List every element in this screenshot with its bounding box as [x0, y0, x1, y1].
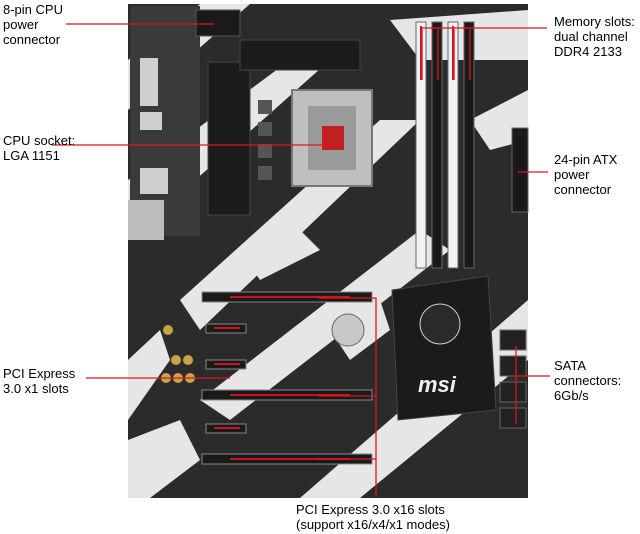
- label-pcie-x1-slots: PCI Express 3.0 x1 slots: [3, 366, 76, 396]
- cpu-socket-pins: [322, 126, 344, 150]
- lan-port: [140, 168, 168, 194]
- vrm-chokes: [258, 100, 272, 180]
- sata-connectors: [499, 329, 527, 429]
- audio-jacks: [128, 200, 164, 240]
- chipset-heatsink: [391, 275, 497, 421]
- callout-lines: [52, 23, 550, 497]
- label-cpu-power-connector: 8-pin CPU power connector: [3, 2, 63, 47]
- dvi-port: [140, 58, 158, 106]
- label-cpu-socket: CPU socket: LGA 1151: [3, 133, 76, 163]
- pcie-x1-slots: [205, 323, 247, 434]
- memory-slots: [415, 21, 475, 269]
- cpu-power-connector: [195, 9, 241, 37]
- brand-logo-text: msi: [418, 372, 457, 397]
- label-sata-connectors: SATA connectors: 6Gb/s: [554, 358, 622, 403]
- atx-power-connector: [511, 127, 529, 213]
- series-badge: [419, 303, 461, 345]
- label-atx-power-connector: 24-pin ATX power connector: [554, 152, 618, 197]
- vrm-heatsink-top: [239, 39, 361, 71]
- usb-port: [140, 112, 162, 130]
- label-memory-slots: Memory slots: dual channel DDR4 2133: [554, 14, 635, 59]
- cmos-battery: [331, 313, 365, 347]
- vrm-heatsink-left: [207, 61, 251, 216]
- label-pcie-x16-slots: PCI Express 3.0 x16 slots (support x16/x…: [296, 502, 450, 532]
- callout-pcie-x16: [318, 297, 377, 497]
